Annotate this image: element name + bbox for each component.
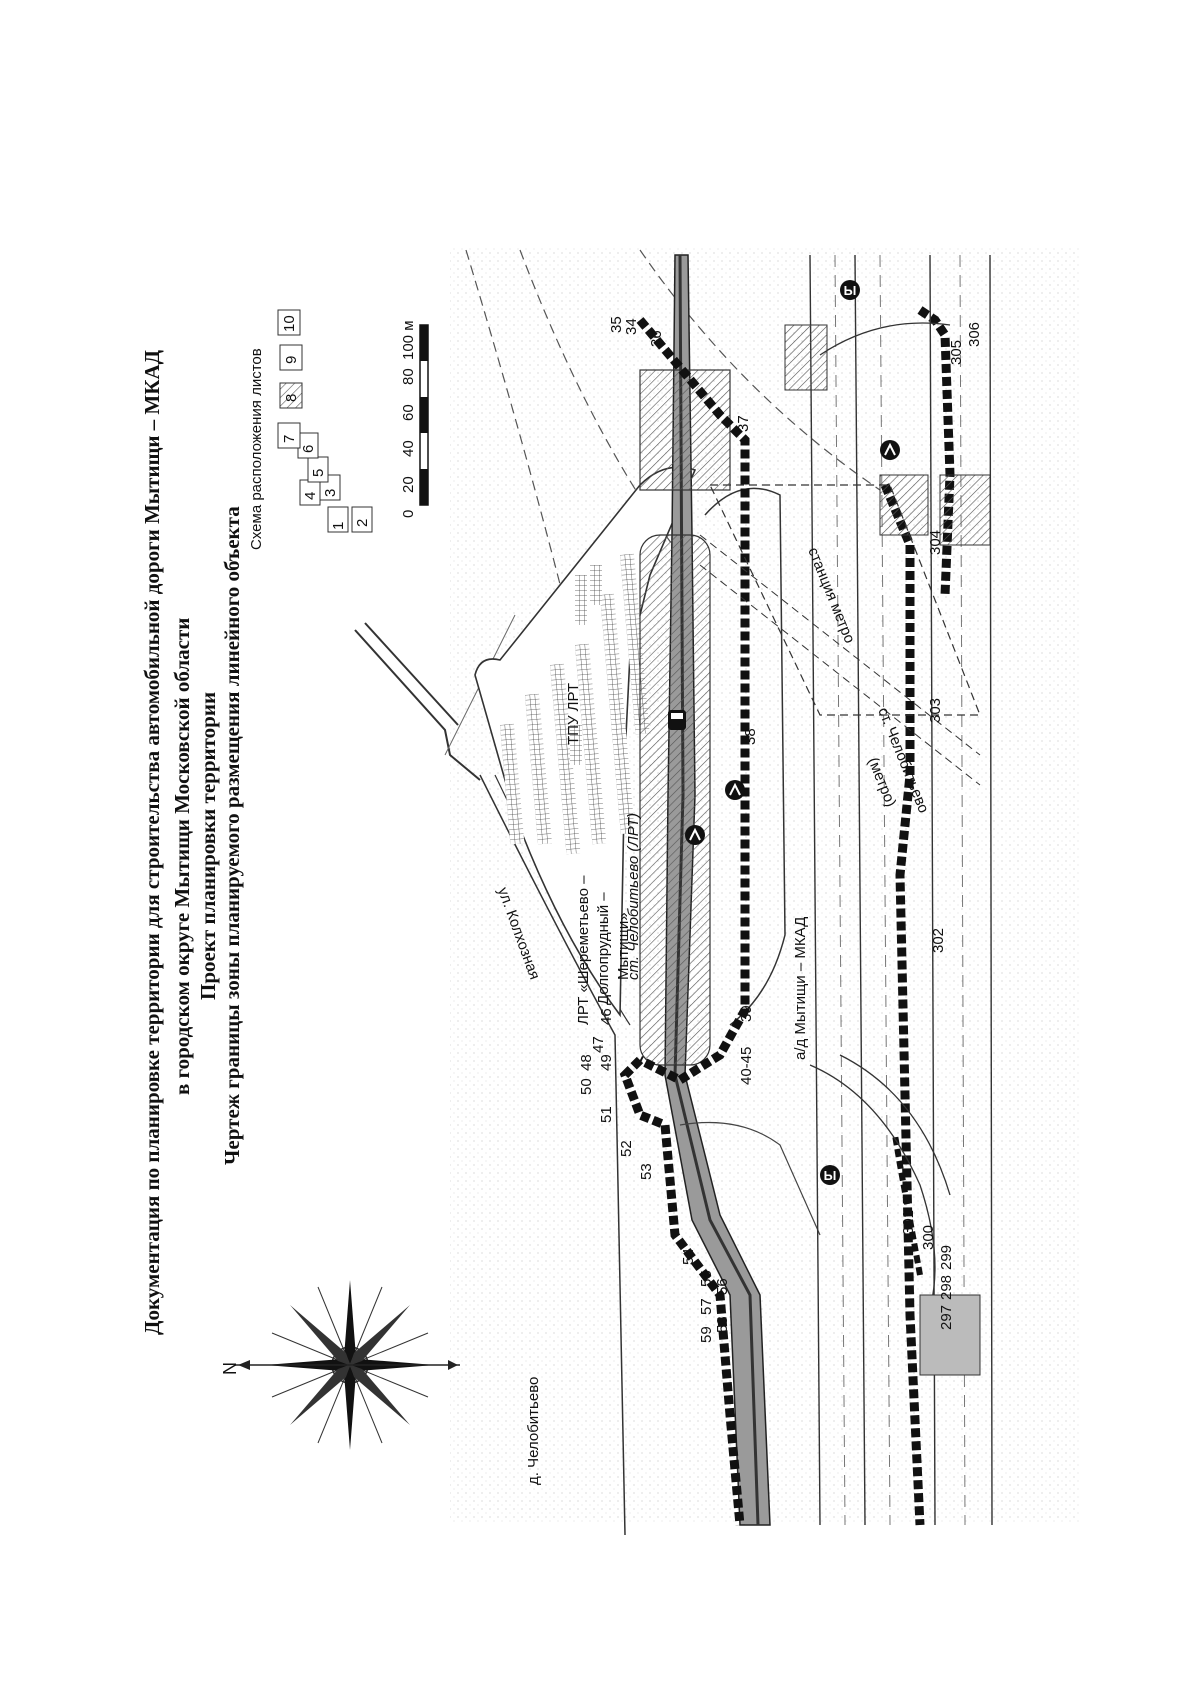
point-label: 297	[938, 1304, 955, 1330]
interchange	[809, 1064, 936, 1336]
point-label: 57	[698, 1298, 715, 1315]
point-label: 59	[698, 1326, 715, 1343]
point-label: 46	[598, 1008, 615, 1025]
sheet-number: 6	[300, 444, 317, 453]
dashed-outline	[639, 249, 881, 491]
compass-north-label: N	[220, 1362, 240, 1375]
building	[879, 474, 929, 536]
lrt-station-label: ст. Челобитьево (ЛРТ)	[625, 812, 642, 980]
scale-label: 60	[400, 404, 417, 421]
point-label: 36	[648, 330, 665, 347]
metro-icon: Ы	[840, 280, 860, 300]
point-label: 302	[930, 927, 947, 953]
metro-icon: Ы	[820, 1165, 840, 1185]
map-sheet: Ы Ы Документация по планировке территори…	[120, 235, 1080, 1535]
scale-label: 80	[400, 368, 417, 385]
point-label: 58	[714, 1316, 731, 1333]
sheet-number: 9	[283, 355, 300, 364]
village-label: д. Челобитьево	[525, 1376, 542, 1485]
building	[939, 474, 991, 546]
scale-label: 40	[400, 440, 417, 457]
point-label: 48	[578, 1054, 595, 1071]
sheet-number: 2	[354, 518, 371, 527]
sheet-number: 7	[281, 434, 298, 443]
svg-text:Ы: Ы	[844, 283, 857, 298]
tram-icon	[668, 710, 686, 730]
title-line-1: Документация по планировке территории дл…	[140, 349, 164, 1335]
point-label: 39	[738, 1005, 755, 1022]
svg-text:Ы: Ы	[824, 1168, 837, 1183]
mkad-highway	[809, 254, 993, 1526]
point-label: 303	[927, 697, 944, 723]
point-label: 54	[680, 1248, 697, 1265]
scale-label: 0	[400, 509, 417, 518]
building	[919, 1294, 981, 1376]
sheet-number: 1	[330, 521, 347, 530]
interchange	[819, 322, 951, 356]
bus-stop-icon	[685, 825, 705, 845]
zone-boundary	[892, 1134, 923, 1276]
scale-label: 20	[400, 476, 417, 493]
zone-boundary	[636, 317, 750, 1086]
sheet-number: 10	[281, 315, 298, 332]
map-drawing: Ы Ы	[235, 247, 1080, 1535]
lrt-station-building	[639, 534, 711, 1066]
sheet-number: 5	[310, 468, 327, 477]
point-label: 56	[714, 1278, 731, 1295]
sheet-index	[277, 309, 373, 533]
scale-bar	[419, 324, 429, 506]
metro-line	[699, 534, 981, 756]
tpu-label: ТПУ ЛРТ	[565, 683, 582, 745]
side-road	[354, 629, 481, 781]
road-label: а/д Мытищи – МКАД	[792, 916, 809, 1060]
title-line-4: Чертеж границы зоны планируемого размеще…	[220, 506, 244, 1165]
point-label: 298	[938, 1274, 955, 1300]
point-label: 50	[578, 1078, 595, 1095]
point-label: 37	[735, 415, 752, 432]
bus-stop-icon	[880, 440, 900, 460]
scale-label: 100 м	[400, 320, 417, 360]
sheet-number: 8	[283, 393, 300, 402]
point-label: 38	[742, 728, 759, 745]
lrt-label: ЛРТ «Шереметьево –	[575, 875, 592, 1025]
loop-road	[679, 1121, 821, 1236]
compass-rose	[235, 1280, 460, 1450]
sheet-index-title: Схема расположения листов	[248, 348, 265, 550]
point-label: 305	[948, 339, 965, 365]
lrt-label: Долгопрудный –	[595, 892, 612, 1005]
building	[784, 324, 828, 391]
loop-road	[704, 487, 786, 1026]
point-label: 47	[590, 1036, 607, 1053]
point-label: 40-45	[738, 1046, 755, 1085]
sheet-number: 3	[322, 488, 339, 497]
point-label: 301	[900, 1209, 917, 1235]
bus-stop-icon	[725, 780, 745, 800]
metro-station-outline	[709, 484, 981, 716]
point-label: 51	[598, 1106, 615, 1123]
point-label: 53	[638, 1163, 655, 1180]
point-label: 304	[927, 529, 944, 555]
dashed-outline	[465, 249, 591, 706]
title-line-2: в городском округе Мытищи Московской обл…	[170, 617, 194, 1095]
point-label: 55	[698, 1270, 715, 1287]
street-kolkhoznaya	[479, 774, 626, 1535]
point-label: 52	[618, 1140, 635, 1157]
tpu-building	[639, 369, 731, 491]
side-road	[364, 622, 459, 726]
zone-boundary	[619, 1056, 745, 1526]
sheet-number: 4	[302, 491, 319, 500]
metro-line	[699, 564, 981, 786]
interchange	[839, 1054, 951, 1196]
title-line-3: Проект планировки территории	[196, 691, 220, 1000]
point-label: 306	[966, 321, 983, 347]
point-label: 34	[623, 318, 640, 335]
point-label: 300	[920, 1224, 937, 1250]
point-label: 49	[598, 1054, 615, 1071]
point-label: 299	[938, 1244, 955, 1270]
